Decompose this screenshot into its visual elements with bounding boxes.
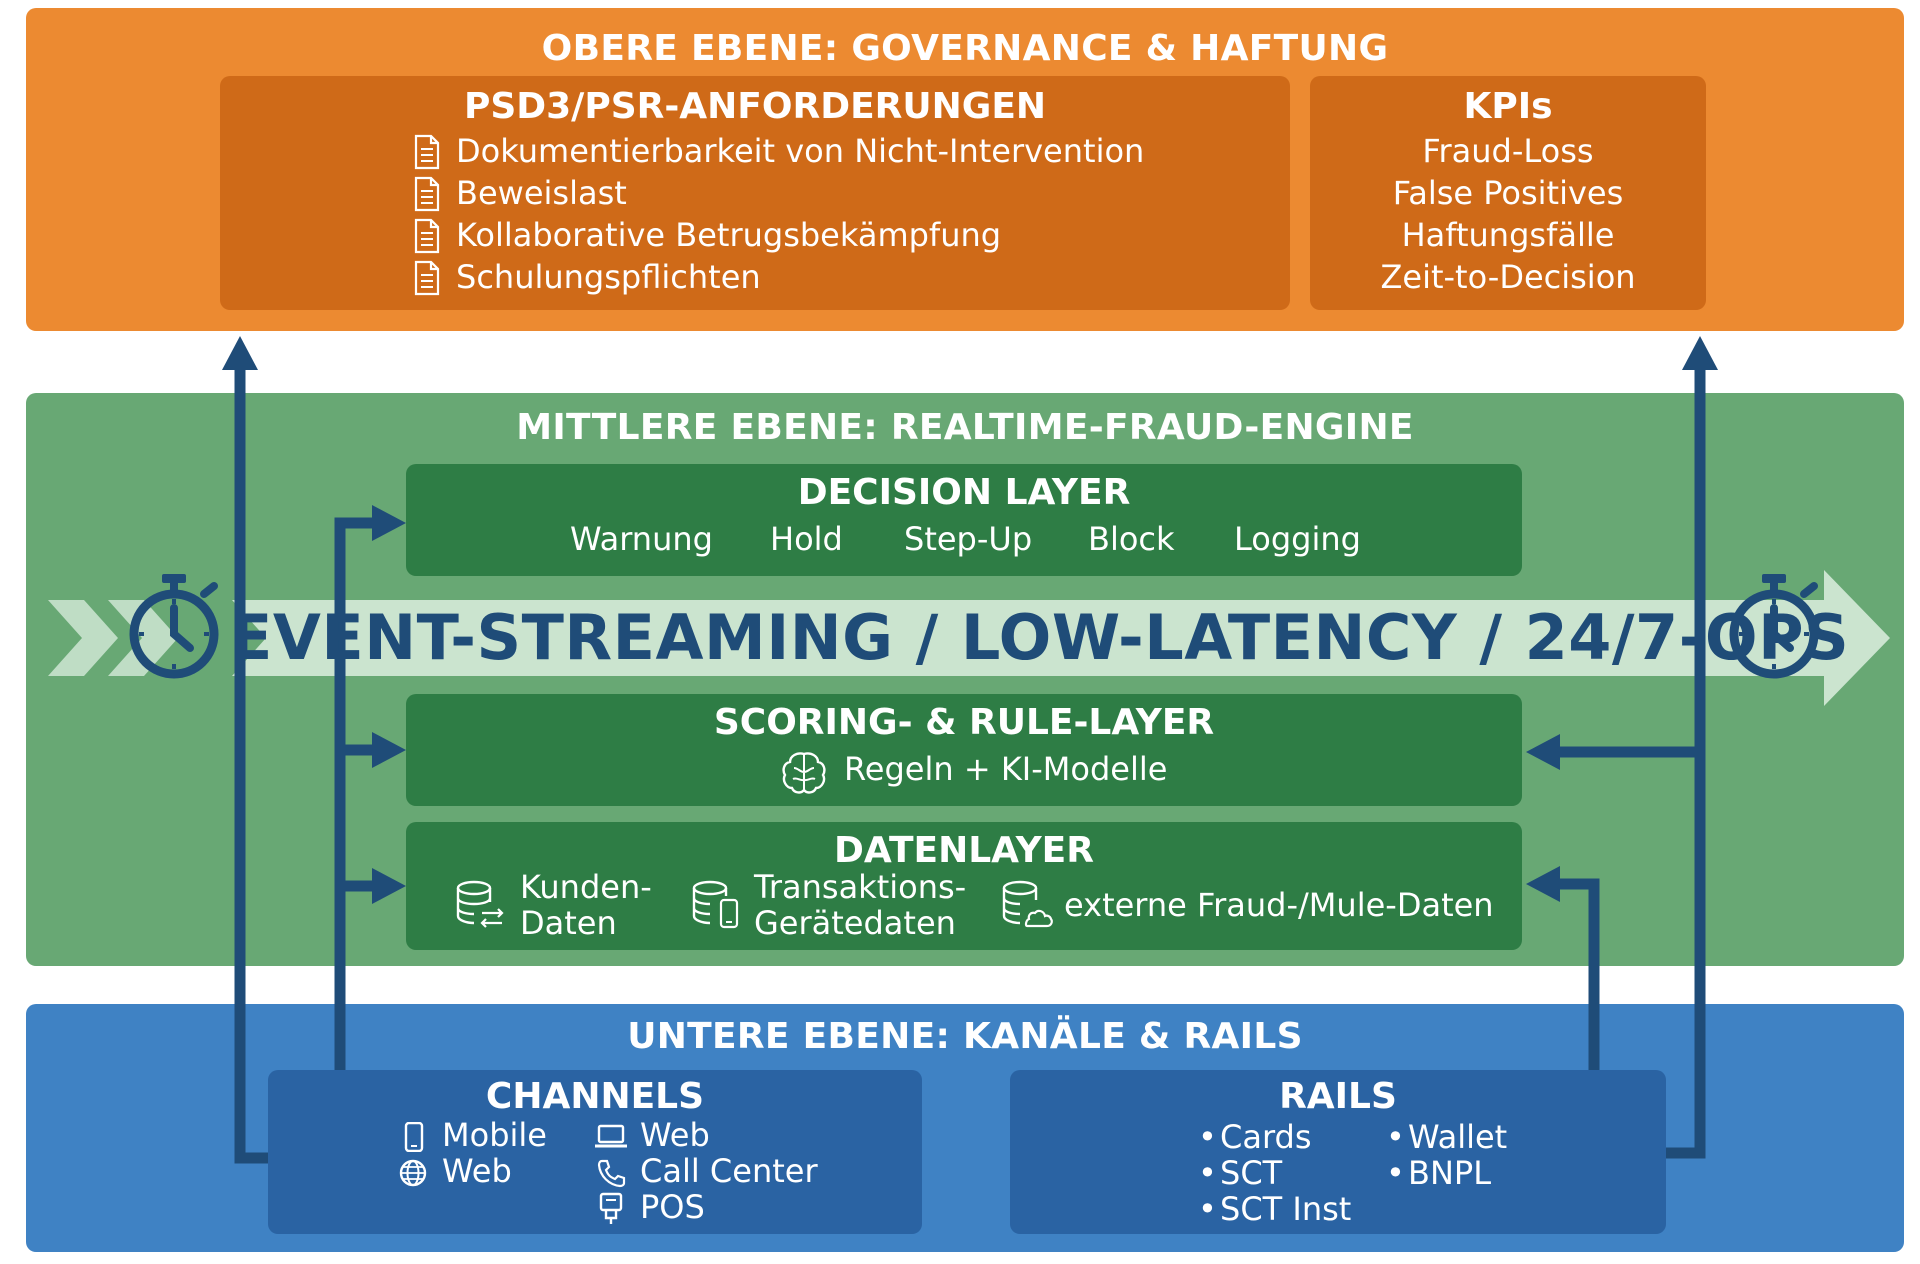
arrow-channels-to-engine-layers (334, 505, 406, 1070)
rails-bullet: • (1198, 1190, 1217, 1228)
stopwatch-icon (1729, 574, 1819, 679)
rail-item: Cards (1220, 1118, 1312, 1156)
kpi-item: Fraud-Loss (1422, 132, 1594, 170)
decision-layer-box: DECISION LAYER Warnung Hold Step-Up Bloc… (406, 464, 1522, 576)
data-source-line1: Transaktions- (754, 868, 967, 906)
brain-icon (782, 752, 826, 794)
scoring-layer-title: SCORING- & RULE-LAYER (713, 702, 1215, 743)
rail-item: SCT (1220, 1154, 1283, 1192)
document-icon (414, 176, 440, 212)
decision-option: Hold (770, 520, 843, 558)
decision-option: Warnung (570, 520, 713, 558)
decision-option: Block (1088, 520, 1175, 558)
data-layer-box: DATENLAYER Kunden- Daten Transaktions- G… (406, 822, 1522, 950)
rails-bullet: • (1386, 1154, 1405, 1192)
scoring-text: Regeln + KI-Modelle (844, 750, 1168, 788)
data-source-line1: externe Fraud-/Mule-Daten (1064, 886, 1494, 924)
rails-box: RAILS • Cards • SCT • SCT Inst • Wallet … (1010, 1070, 1666, 1234)
psd3-item: Schulungspflichten (456, 258, 761, 296)
document-icon (414, 134, 440, 170)
pos-terminal-icon (599, 1192, 623, 1224)
data-layer-title: DATENLAYER (834, 830, 1094, 871)
document-icon (414, 218, 440, 254)
rails-title: RAILS (1279, 1076, 1397, 1117)
channel-item: Mobile (442, 1116, 547, 1154)
channel-item: POS (640, 1188, 705, 1226)
channels-box: CHANNELS Mobile Web Web Call Center POS (268, 1070, 922, 1234)
arrow-channels-to-governance (222, 336, 268, 1164)
rails-bullet: • (1198, 1154, 1217, 1192)
rail-item: Wallet (1408, 1118, 1508, 1156)
bottom-layer-title: UNTERE EBENE: KANÄLE & RAILS (627, 1016, 1303, 1057)
event-stream-text: EVENT-STREAMING / LOW-LATENCY / 24/7-OPS (230, 601, 1850, 674)
decision-option: Step-Up (904, 520, 1033, 558)
rails-bullet: • (1386, 1118, 1405, 1156)
data-source-line2: Gerätedaten (754, 904, 956, 942)
kpis-box: KPIs Fraud-Loss False Positives Haftungs… (1310, 76, 1706, 310)
rails-bullet: • (1198, 1118, 1217, 1156)
database-exchange-icon (456, 880, 504, 928)
globe-icon (399, 1159, 427, 1187)
arrow-rails-to-kpis (1526, 336, 1718, 1159)
decision-layer-title: DECISION LAYER (797, 472, 1131, 513)
laptop-icon (595, 1124, 627, 1148)
kpis-title: KPIs (1463, 86, 1553, 127)
kpi-item: Zeit-to-Decision (1380, 258, 1636, 296)
psd3-item: Dokumentierbarkeit von Nicht-Interventio… (456, 132, 1145, 170)
channel-item: Web (442, 1152, 512, 1190)
middle-layer-title: MITTLERE EBENE: REALTIME-FRAUD-ENGINE (516, 407, 1414, 448)
data-source-line2: Daten (520, 904, 617, 942)
rail-item: SCT Inst (1220, 1190, 1352, 1228)
top-layer-title: OBERE EBENE: GOVERNANCE & HAFTUNG (541, 28, 1389, 69)
document-icon (414, 260, 440, 296)
scoring-layer-box: SCORING- & RULE-LAYER Regeln + KI-Modell… (406, 694, 1522, 806)
psd3-title: PSD3/PSR-ANFORDERUNGEN (463, 86, 1047, 127)
rail-item: BNPL (1408, 1154, 1492, 1192)
kpi-item: Haftungsfälle (1401, 216, 1615, 254)
channel-item: Call Center (640, 1152, 818, 1190)
channels-title: CHANNELS (485, 1076, 705, 1117)
psd3-item: Kollaborative Betrugsbekämpfung (456, 216, 1002, 254)
database-cloud-icon (1002, 880, 1053, 928)
database-device-icon (692, 880, 739, 929)
arrow-rails-to-data-layer (1526, 866, 1600, 1072)
psd3-item: Beweislast (456, 174, 627, 212)
kpi-item: False Positives (1392, 174, 1624, 212)
data-source-line1: Kunden- (520, 868, 652, 906)
stopwatch-icon (129, 574, 219, 679)
mobile-icon (404, 1122, 424, 1152)
psd3-requirements-box: PSD3/PSR-ANFORDERUNGEN Dokumentierbarkei… (220, 76, 1290, 310)
decision-option: Logging (1234, 520, 1361, 558)
phone-icon (597, 1159, 626, 1188)
channel-item: Web (640, 1116, 710, 1154)
